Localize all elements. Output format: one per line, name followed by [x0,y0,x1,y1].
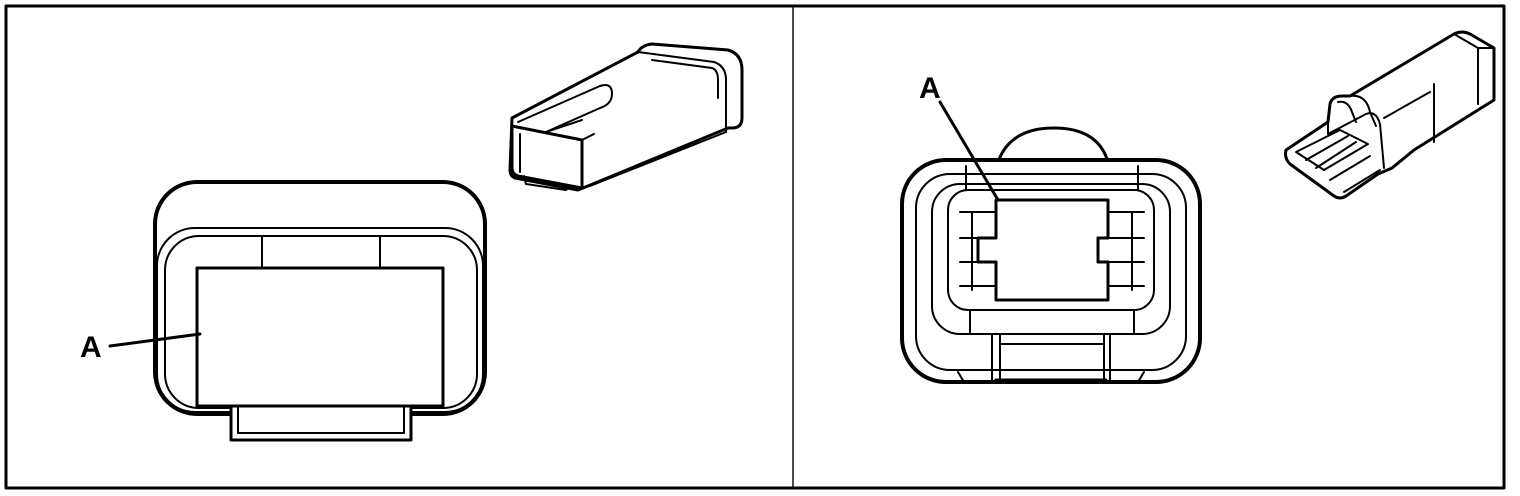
right-connector-iso-view [1284,30,1496,200]
right-panel: A [900,30,1496,384]
left-panel: A [80,42,744,442]
left-callout: A [80,331,202,364]
left-connector-latch [229,404,413,442]
left-callout-label: A [80,331,102,364]
right-callout-leader [938,100,1000,202]
left-connector-face-view [153,180,487,442]
right-connector-lock-tab [957,309,1145,383]
right-terminal-position-a [976,198,1110,302]
right-callout-label: A [919,72,941,105]
right-connector-face-view [900,126,1202,384]
right-callout: A [919,72,1000,202]
left-terminal-position-a [195,266,445,408]
diagram-border [4,4,1506,490]
left-callout-leader [108,332,202,348]
left-connector-iso-view [508,42,744,192]
